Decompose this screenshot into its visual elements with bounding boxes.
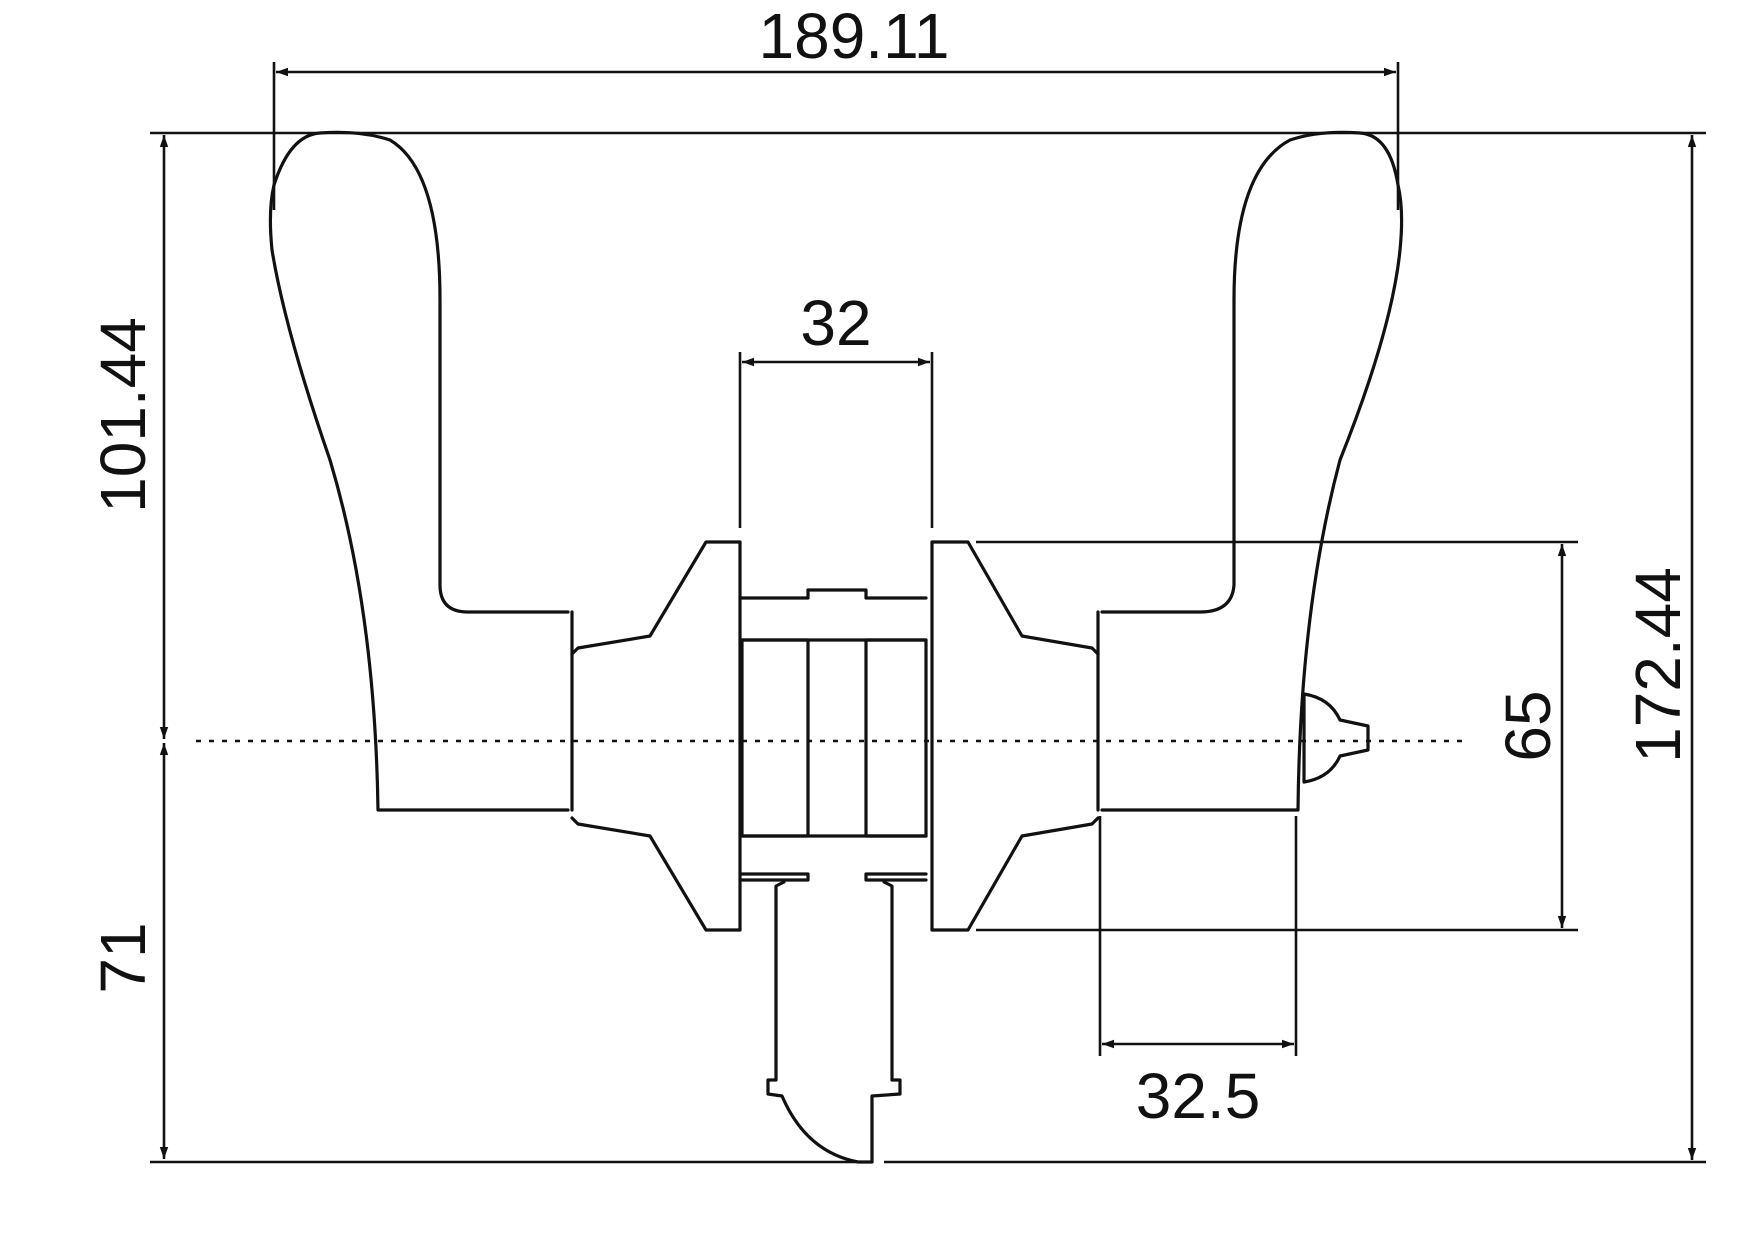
dimension-upper-height: 101.44 bbox=[87, 135, 169, 739]
left-lever-handle bbox=[268, 130, 570, 812]
dimension-spindle-gap: 32 bbox=[738, 287, 934, 528]
dimension-lower-height: 71 bbox=[87, 743, 169, 1159]
latch-body bbox=[740, 588, 928, 882]
upper-height-label: 101.44 bbox=[87, 317, 159, 513]
dimension-overall-height: 172.44 bbox=[1622, 135, 1697, 1160]
right-rose bbox=[930, 540, 1100, 932]
right-thumb-turn bbox=[1302, 692, 1370, 784]
rose-diameter-label: 65 bbox=[1492, 690, 1564, 761]
overall-height-label: 172.44 bbox=[1622, 567, 1694, 763]
overall-width-label: 189.11 bbox=[759, 0, 950, 72]
spindle-gap-label: 32 bbox=[800, 287, 871, 359]
latch-bolt bbox=[766, 880, 902, 1164]
lower-height-label: 71 bbox=[87, 922, 159, 993]
left-rose bbox=[570, 540, 742, 932]
right-lever-handle bbox=[1100, 130, 1404, 812]
dimension-rose-projection: 32.5 bbox=[1098, 816, 1298, 1132]
rose-projection-label: 32.5 bbox=[1136, 1060, 1261, 1132]
dimension-overall-width: 189.11 bbox=[272, 0, 1400, 210]
dimension-rose-diameter: 65 bbox=[976, 540, 1578, 932]
